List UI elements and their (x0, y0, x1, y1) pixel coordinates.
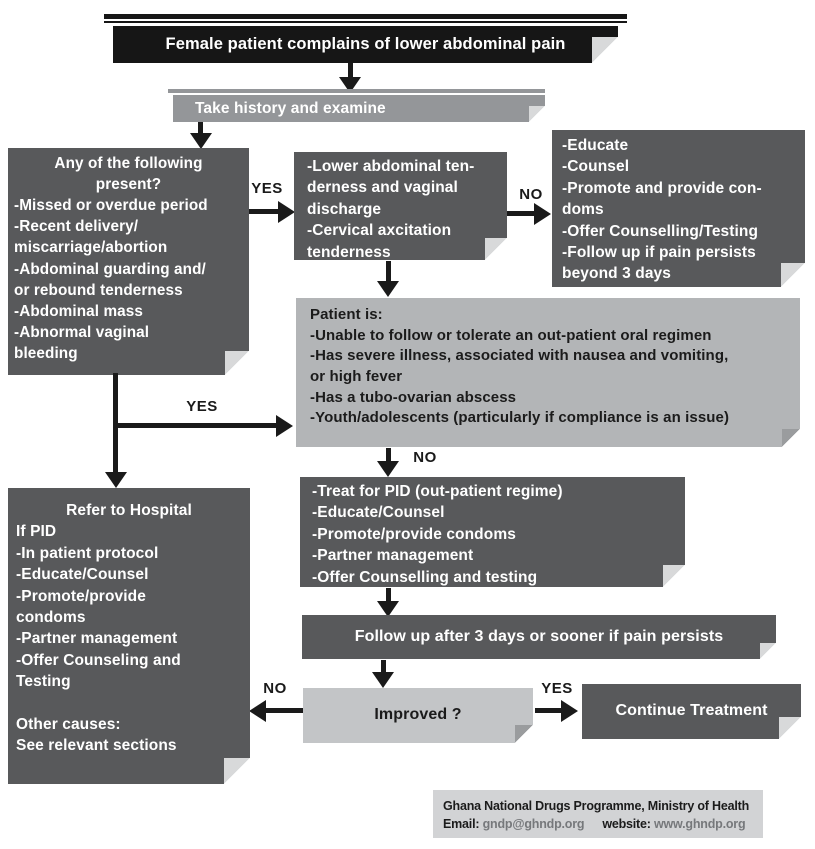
treat-pid-box: -Treat for PID (out-patient regime) -Edu… (300, 477, 685, 587)
page-fold-icon (779, 717, 801, 739)
connector-exam-patient (386, 261, 391, 282)
arrowhead-down-icon (377, 461, 399, 477)
title-box-text: Female patient complains of lower abdomi… (165, 35, 566, 54)
page-fold-icon (485, 238, 507, 260)
symptoms-box-body: -Missed or overdue period -Recent delive… (14, 197, 208, 362)
footer-email-value: gndp@ghndp.org (482, 817, 585, 832)
connector-improved-continue (535, 708, 563, 713)
page-fold-icon (782, 429, 800, 447)
connector-title-history (348, 63, 353, 78)
refer-hospital-body: If PID -In patient protocol -Educate/Cou… (16, 523, 181, 755)
improved-decision-box: Improved ? (303, 688, 533, 743)
title-box: Female patient complains of lower abdomi… (113, 26, 618, 63)
title-highlight-bar-thick (104, 14, 627, 19)
footer-credit: Ghana National Drugs Programme, Ministry… (433, 790, 763, 838)
page-fold-icon (515, 725, 533, 743)
footer-website-value: www.ghndp.org (654, 817, 746, 832)
history-box-text: Take history and examine (195, 100, 386, 117)
footer-contact-line: Email: gndp@ghndp.org website: www.ghndp… (443, 815, 755, 833)
patient-criteria-text: Patient is: -Unable to follow or tolerat… (310, 306, 730, 427)
page-fold-icon (529, 106, 545, 122)
connector-exam-educate (507, 211, 536, 216)
treat-pid-text: -Treat for PID (out-patient regime) -Edu… (312, 483, 563, 586)
arrowhead-right-icon (278, 201, 295, 223)
arrowhead-down-icon (190, 133, 212, 149)
edge-label-yes-exam: YES (251, 180, 283, 197)
patient-criteria-box: Patient is: -Unable to follow or tolerat… (296, 298, 800, 447)
footer-email-label: Email: (443, 817, 480, 832)
arrowhead-left-icon (249, 700, 266, 722)
continue-treatment-box: Continue Treatment (582, 684, 801, 739)
edge-label-yes-patient: YES (186, 398, 218, 415)
page-fold-icon (781, 263, 805, 287)
footer-org-line: Ghana National Drugs Programme, Ministry… (443, 799, 750, 813)
continue-treatment-text: Continue Treatment (615, 702, 768, 720)
connector-patient-treat (386, 448, 391, 462)
arrowhead-right-icon (276, 415, 293, 437)
footer-website: website: www.ghndp.org (602, 815, 745, 833)
arrowhead-right-icon (534, 203, 551, 225)
edge-label-no-educate: NO (519, 186, 543, 203)
page-fold-icon (663, 565, 685, 587)
edge-label-no-treat: NO (413, 449, 437, 466)
refer-hospital-heading: Refer to Hospital (66, 502, 192, 519)
connector-history-symptoms (198, 122, 203, 134)
follow-up-box: Follow up after 3 days or sooner if pain… (302, 615, 776, 659)
title-highlight-bar-thin (104, 21, 627, 23)
educate-counsel-box: -Educate -Counsel -Promote and provide c… (552, 130, 805, 287)
connector-symptoms-patient (113, 423, 277, 428)
page-fold-icon (225, 351, 249, 375)
connector-treat-followup (386, 588, 391, 602)
edge-label-yes-continue: YES (541, 680, 573, 697)
footer-website-label: website: (602, 817, 651, 832)
arrowhead-down-icon (372, 672, 394, 688)
history-box: Take history and examine (173, 95, 545, 122)
page-fold-icon (760, 643, 776, 659)
connector-improved-refer (266, 708, 303, 713)
connector-symptoms-exam (249, 209, 281, 214)
connector-followup-improved (381, 660, 386, 673)
symptoms-box: Any of the following present? -Missed or… (8, 148, 249, 375)
improved-decision-text: Improved ? (374, 706, 462, 724)
history-highlight-bar (168, 89, 545, 93)
arrowhead-right-icon (561, 700, 578, 722)
edge-label-no-refer: NO (263, 680, 287, 697)
arrowhead-down-icon (377, 601, 399, 617)
page-fold-icon (224, 758, 250, 784)
symptoms-box-heading: Any of the following present? (54, 155, 203, 194)
arrowhead-down-icon (105, 472, 127, 488)
footer-email: Email: gndp@ghndp.org (443, 815, 585, 833)
exam-findings-box: -Lower abdominal ten- derness and vagina… (294, 152, 507, 261)
arrowhead-down-icon (377, 281, 399, 297)
follow-up-text: Follow up after 3 days or sooner if pain… (354, 627, 724, 645)
educate-counsel-text: -Educate -Counsel -Promote and provide c… (562, 137, 762, 283)
page-fold-icon (592, 37, 618, 63)
refer-hospital-box: Refer to Hospital If PID -In patient pro… (8, 488, 250, 784)
